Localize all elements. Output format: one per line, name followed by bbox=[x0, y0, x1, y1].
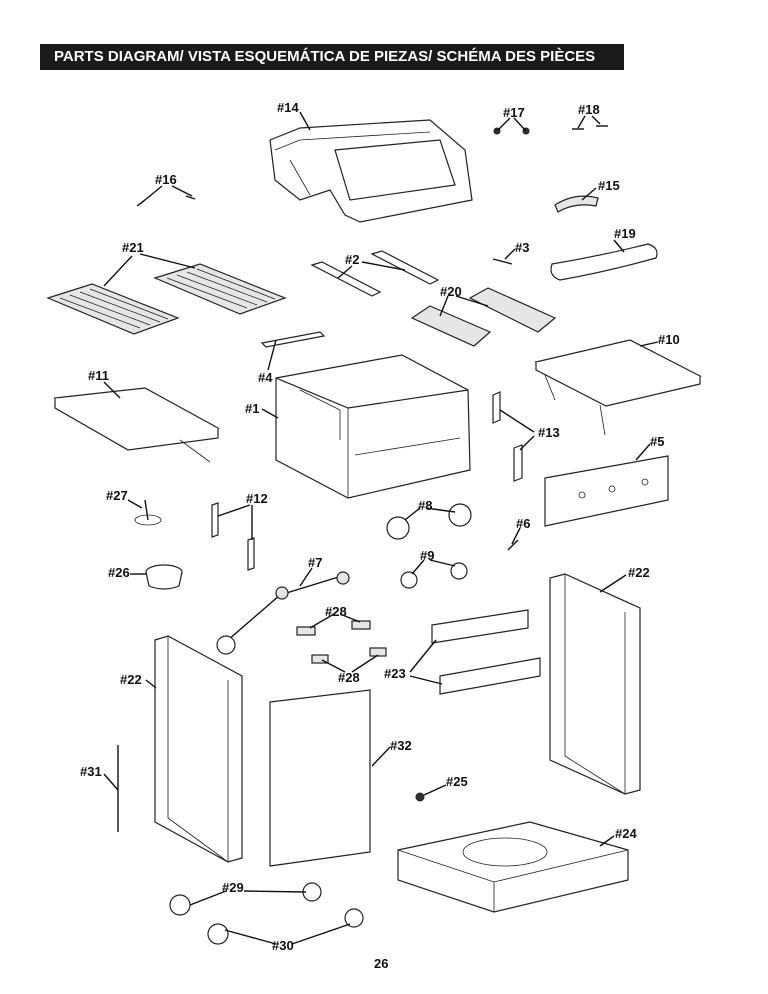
part-24-base bbox=[397, 821, 629, 913]
part-16-clips bbox=[136, 195, 196, 207]
part-30-casters bbox=[207, 908, 364, 945]
label-10: #10 bbox=[658, 332, 680, 347]
part-32-door bbox=[269, 689, 371, 867]
label-9: #9 bbox=[420, 548, 434, 563]
label-11: #11 bbox=[88, 368, 109, 383]
part-8-knobs bbox=[386, 503, 472, 540]
label-27: #27 bbox=[106, 488, 128, 503]
part-12-brackets bbox=[211, 502, 255, 571]
part-10-side-shelf bbox=[534, 339, 702, 436]
leader-lines bbox=[103, 111, 659, 945]
part-25-fitting bbox=[415, 792, 425, 802]
label-1: #1 bbox=[245, 401, 259, 416]
part-14-lid bbox=[269, 119, 473, 223]
label-6: #6 bbox=[516, 516, 530, 531]
part-11-side-shelf bbox=[53, 387, 220, 463]
label-18: #18 bbox=[578, 102, 600, 117]
part-21-cooking-grates bbox=[46, 263, 287, 335]
label-17: #17 bbox=[503, 105, 525, 120]
label-32: #32 bbox=[390, 738, 412, 753]
label-25: #25 bbox=[446, 774, 468, 789]
part-22-right-side-panel bbox=[549, 573, 641, 795]
part-5-control-panel bbox=[544, 455, 669, 527]
part-6-igniter bbox=[507, 539, 519, 551]
label-29: #29 bbox=[222, 880, 244, 895]
label-12: #12 bbox=[246, 491, 268, 506]
label-21: #21 bbox=[122, 240, 144, 255]
label-15: #15 bbox=[598, 178, 620, 193]
label-28-bottom: #28 bbox=[338, 670, 360, 685]
label-31: #31 bbox=[80, 764, 102, 779]
part-27-holder bbox=[134, 499, 162, 526]
label-22-right: #22 bbox=[628, 565, 650, 580]
page-title: PARTS DIAGRAM/ VISTA ESQUEMÁTICA DE PIEZ… bbox=[40, 44, 624, 70]
label-28-top: #28 bbox=[325, 604, 347, 619]
label-2: #2 bbox=[345, 252, 359, 267]
part-13-brackets bbox=[492, 391, 523, 482]
part-26-grease-cup bbox=[145, 564, 183, 590]
label-3: #3 bbox=[515, 240, 529, 255]
part-28-clips bbox=[296, 620, 387, 664]
page-number: 26 bbox=[374, 956, 389, 971]
label-7: #7 bbox=[308, 555, 322, 570]
label-5: #5 bbox=[650, 434, 664, 449]
label-8: #8 bbox=[418, 498, 432, 513]
label-22-left: #22 bbox=[120, 672, 142, 687]
label-23: #23 bbox=[384, 666, 406, 681]
part-18-bolts bbox=[572, 125, 608, 130]
part-29-casters bbox=[169, 882, 322, 916]
part-labels: #14 #17 #18 #16 #15 #21 #19 #3 #2 #20 #1… bbox=[80, 100, 680, 953]
part-7-manifold bbox=[216, 571, 350, 655]
part-22-left-side-panel bbox=[154, 635, 243, 863]
part-1-firebox bbox=[275, 354, 471, 499]
part-9-knobs bbox=[400, 562, 468, 589]
label-26: #26 bbox=[108, 565, 130, 580]
part-3-electrode bbox=[492, 258, 513, 265]
label-20: #20 bbox=[440, 284, 462, 299]
part-2-heat-tents bbox=[310, 250, 440, 297]
label-16: #16 bbox=[155, 172, 177, 187]
label-19: #19 bbox=[614, 226, 636, 241]
part-20-burners bbox=[410, 287, 557, 347]
part-15-temperature-gauge bbox=[554, 195, 599, 213]
part-4-bar bbox=[260, 331, 326, 348]
label-14: #14 bbox=[277, 100, 299, 115]
part-19-handle bbox=[550, 243, 658, 281]
label-24: #24 bbox=[615, 826, 637, 841]
label-4: #4 bbox=[258, 370, 273, 385]
part-23-rails bbox=[431, 609, 541, 695]
label-30: #30 bbox=[272, 938, 294, 953]
label-13: #13 bbox=[538, 425, 560, 440]
